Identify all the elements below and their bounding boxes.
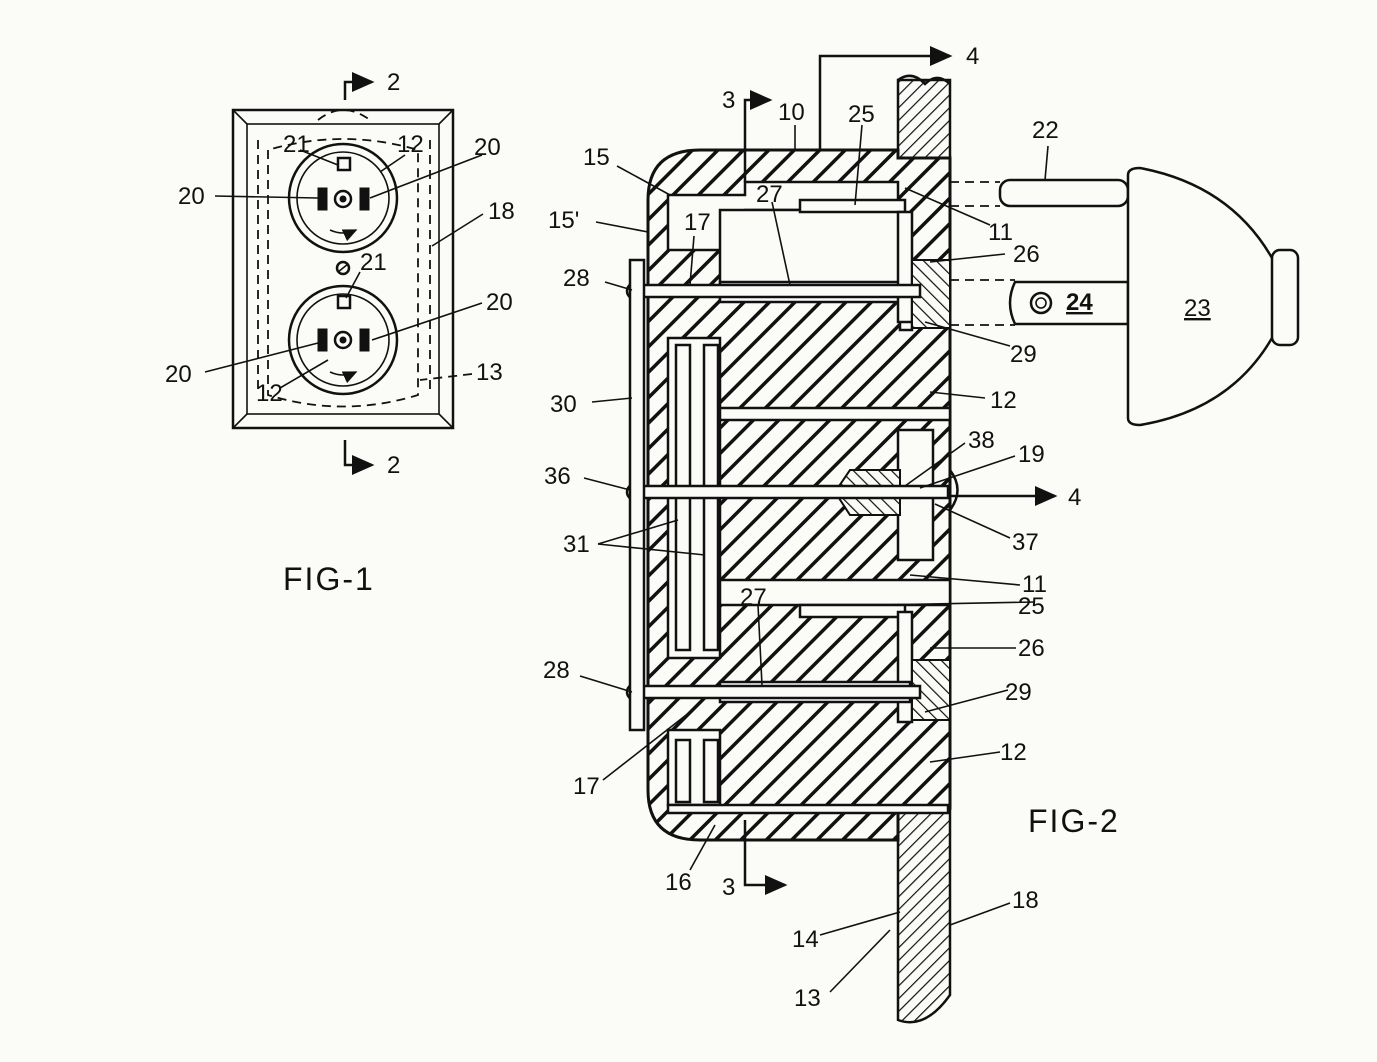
figure-1-caption: FIG-1 <box>283 561 375 597</box>
label-20: 20 <box>178 183 205 210</box>
label-15: 15 <box>583 144 610 171</box>
label-15-prime: 15' <box>548 207 579 234</box>
figure-1-outlet-front-view: 2 2 21 12 20 20 18 21 20 20 12 13 FIG-1 <box>165 69 515 597</box>
label-11: 11 <box>1022 571 1047 598</box>
contact-spring <box>798 603 907 619</box>
label-37: 37 <box>1012 529 1039 556</box>
label-29: 29 <box>1010 341 1037 368</box>
label-27: 27 <box>756 181 783 208</box>
label-31: 31 <box>563 531 590 558</box>
receptacle-bottom <box>287 284 399 396</box>
label-10: 10 <box>778 99 805 126</box>
label-21: 21 <box>283 131 310 158</box>
label-18: 18 <box>488 198 515 225</box>
label-13: 13 <box>476 359 503 386</box>
section-4-mid: 4 <box>1068 484 1081 511</box>
label-28: 28 <box>563 265 590 292</box>
screw-28-top <box>628 283 922 299</box>
label-26: 26 <box>1018 635 1045 662</box>
label-17: 17 <box>684 209 711 236</box>
section-3-bottom: 3 <box>722 874 735 901</box>
label-20: 20 <box>165 361 192 388</box>
label-18: 18 <box>1012 887 1039 914</box>
section-2-top: 2 <box>387 69 400 96</box>
label-12: 12 <box>397 131 424 158</box>
plate-screw <box>335 260 351 276</box>
figure-2-caption: FIG-2 <box>1028 803 1120 839</box>
label-30: 30 <box>550 391 577 418</box>
label-25: 25 <box>1018 593 1045 620</box>
screw-28-bottom <box>628 684 922 700</box>
label-12: 12 <box>990 387 1017 414</box>
label-36: 36 <box>544 463 571 490</box>
label-22: 22 <box>1032 117 1059 144</box>
label-11: 11 <box>988 219 1013 246</box>
label-38: 38 <box>968 427 995 454</box>
label-21: 21 <box>360 249 387 276</box>
plug-prong-22 <box>998 178 1130 208</box>
label-20: 20 <box>486 289 513 316</box>
label-29: 29 <box>1005 679 1032 706</box>
figure-2-outlet-section-view: 3 4 4 3 <box>543 43 1300 1024</box>
label-24: 24 <box>1066 289 1093 316</box>
label-20: 20 <box>474 134 501 161</box>
label-19: 19 <box>1018 441 1045 468</box>
screw-36 <box>628 484 950 500</box>
wall-board <box>896 78 952 160</box>
cover-plate-bevel <box>246 123 440 415</box>
section-4-top: 4 <box>966 43 979 70</box>
label-12: 12 <box>256 380 283 407</box>
cover-plate <box>231 108 455 430</box>
label-12: 12 <box>1000 739 1027 766</box>
label-14: 14 <box>792 926 819 953</box>
label-17: 17 <box>573 773 600 800</box>
section-3-top: 3 <box>722 87 735 114</box>
plug-23 <box>950 166 1300 427</box>
contact-slot <box>911 259 951 329</box>
label-16: 16 <box>665 869 692 896</box>
section-2-bottom: 2 <box>387 452 400 479</box>
front-plate-30 <box>628 258 646 732</box>
label-28: 28 <box>543 657 570 684</box>
label-26: 26 <box>1013 241 1040 268</box>
label-25: 25 <box>848 101 875 128</box>
label-23: 23 <box>1184 295 1211 322</box>
contact-spring <box>798 198 907 214</box>
label-27: 27 <box>740 584 767 611</box>
wall-board-lower <box>896 806 952 1024</box>
label-13: 13 <box>794 985 821 1012</box>
